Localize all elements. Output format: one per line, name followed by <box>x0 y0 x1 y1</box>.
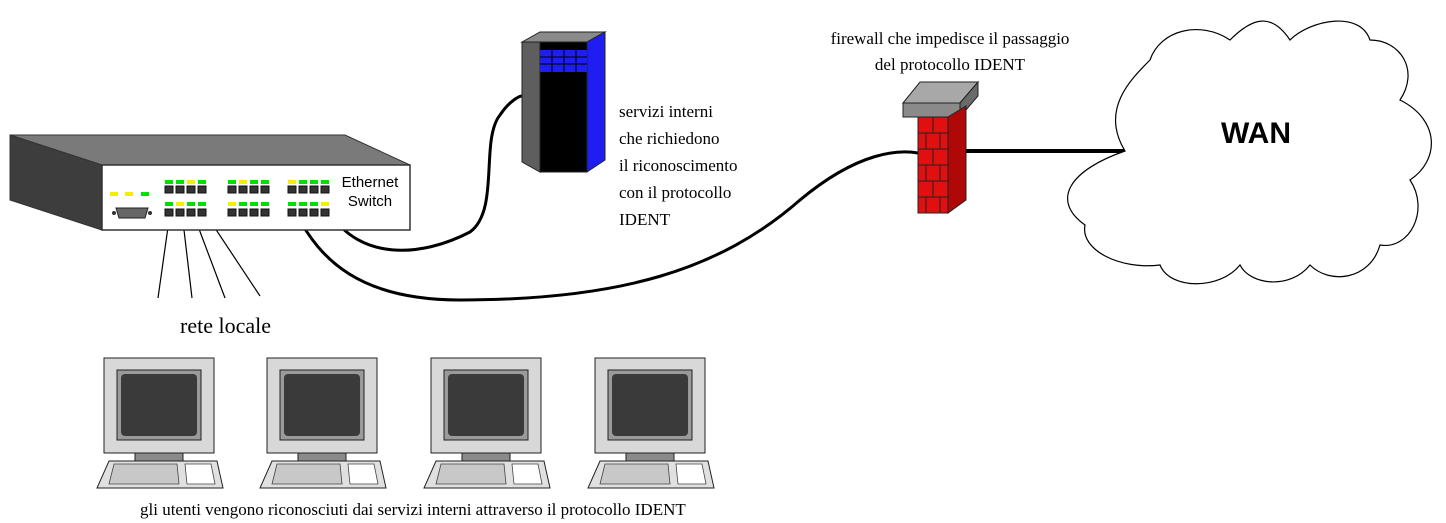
ethernet-port <box>164 185 174 194</box>
port-led <box>310 202 318 206</box>
port-led <box>198 180 206 184</box>
ethernet-port <box>249 185 259 194</box>
server-description-line: che richiedono <box>619 129 720 148</box>
port-led <box>165 202 173 206</box>
port-led <box>321 202 329 206</box>
server-description-line: con il protocollo <box>619 183 732 202</box>
port-led <box>321 180 329 184</box>
port-led <box>176 180 184 184</box>
cable-switch-to-firewall <box>294 150 919 302</box>
desktop-computer-icon <box>423 357 551 489</box>
firewall-brick-icon <box>901 80 980 214</box>
ethernet-port <box>197 208 207 217</box>
diagram-caption: gli utenti vengono riconosciuti dai serv… <box>140 500 686 519</box>
wan-label: WAN <box>1221 117 1291 150</box>
ethernet-port <box>197 185 207 194</box>
port-led <box>299 202 307 206</box>
ethernet-port <box>186 208 196 217</box>
ethernet-port <box>298 208 308 217</box>
port-led <box>165 180 173 184</box>
ethernet-port <box>298 185 308 194</box>
ethernet-port <box>260 208 270 217</box>
port-led <box>198 202 206 206</box>
port-led <box>228 180 236 184</box>
port-led <box>239 202 247 206</box>
desktop-computer-icon <box>587 357 715 489</box>
port-led <box>228 202 236 206</box>
ethernet-port <box>227 208 237 217</box>
ethernet-port <box>175 208 185 217</box>
ethernet-port <box>320 185 330 194</box>
wan-cloud-icon <box>1066 20 1432 285</box>
cable-switch-to-server <box>328 94 523 252</box>
ethernet-port <box>287 185 297 194</box>
ethernet-port <box>249 208 259 217</box>
switch-label-line2: Switch <box>347 193 393 210</box>
ethernet-switch-icon <box>9 134 411 231</box>
firewall-description-line: firewall che impedisce il passaggio <box>830 29 1070 48</box>
port-led <box>261 202 269 206</box>
port-led <box>176 202 184 206</box>
server-description: servizi interni che richiedono il ricono… <box>619 98 738 233</box>
server-tower-icon <box>520 31 607 173</box>
desktop-computer-icon <box>259 357 387 489</box>
port-led <box>288 180 296 184</box>
lan-label: rete locale <box>180 313 271 338</box>
server-description-line: servizi interni <box>619 102 713 121</box>
port-led <box>299 180 307 184</box>
port-led <box>288 202 296 206</box>
firewall-description-line: del protocollo IDENT <box>874 55 1026 74</box>
ethernet-port <box>227 185 237 194</box>
firewall-description: firewall che impedisce il passaggio del … <box>805 26 1095 78</box>
switch-label: Ethernet Switch <box>338 173 402 211</box>
ethernet-port <box>309 185 319 194</box>
ethernet-port <box>164 208 174 217</box>
ethernet-port <box>238 185 248 194</box>
port-led <box>187 202 195 206</box>
ethernet-port <box>238 208 248 217</box>
ethernet-port <box>309 208 319 217</box>
ethernet-port <box>320 208 330 217</box>
cables <box>294 94 1125 302</box>
port-led <box>250 202 258 206</box>
port-led <box>261 180 269 184</box>
switch-label-line1: Ethernet <box>341 174 399 191</box>
ethernet-port <box>186 185 196 194</box>
ethernet-port <box>175 185 185 194</box>
server-description-line: IDENT <box>619 210 670 229</box>
port-led <box>239 180 247 184</box>
ethernet-port <box>287 208 297 217</box>
port-led <box>187 180 195 184</box>
ethernet-port <box>260 185 270 194</box>
port-led <box>310 180 318 184</box>
server-description-line: il riconoscimento <box>619 156 738 175</box>
port-led <box>250 180 258 184</box>
desktop-computer-icon <box>96 357 224 489</box>
